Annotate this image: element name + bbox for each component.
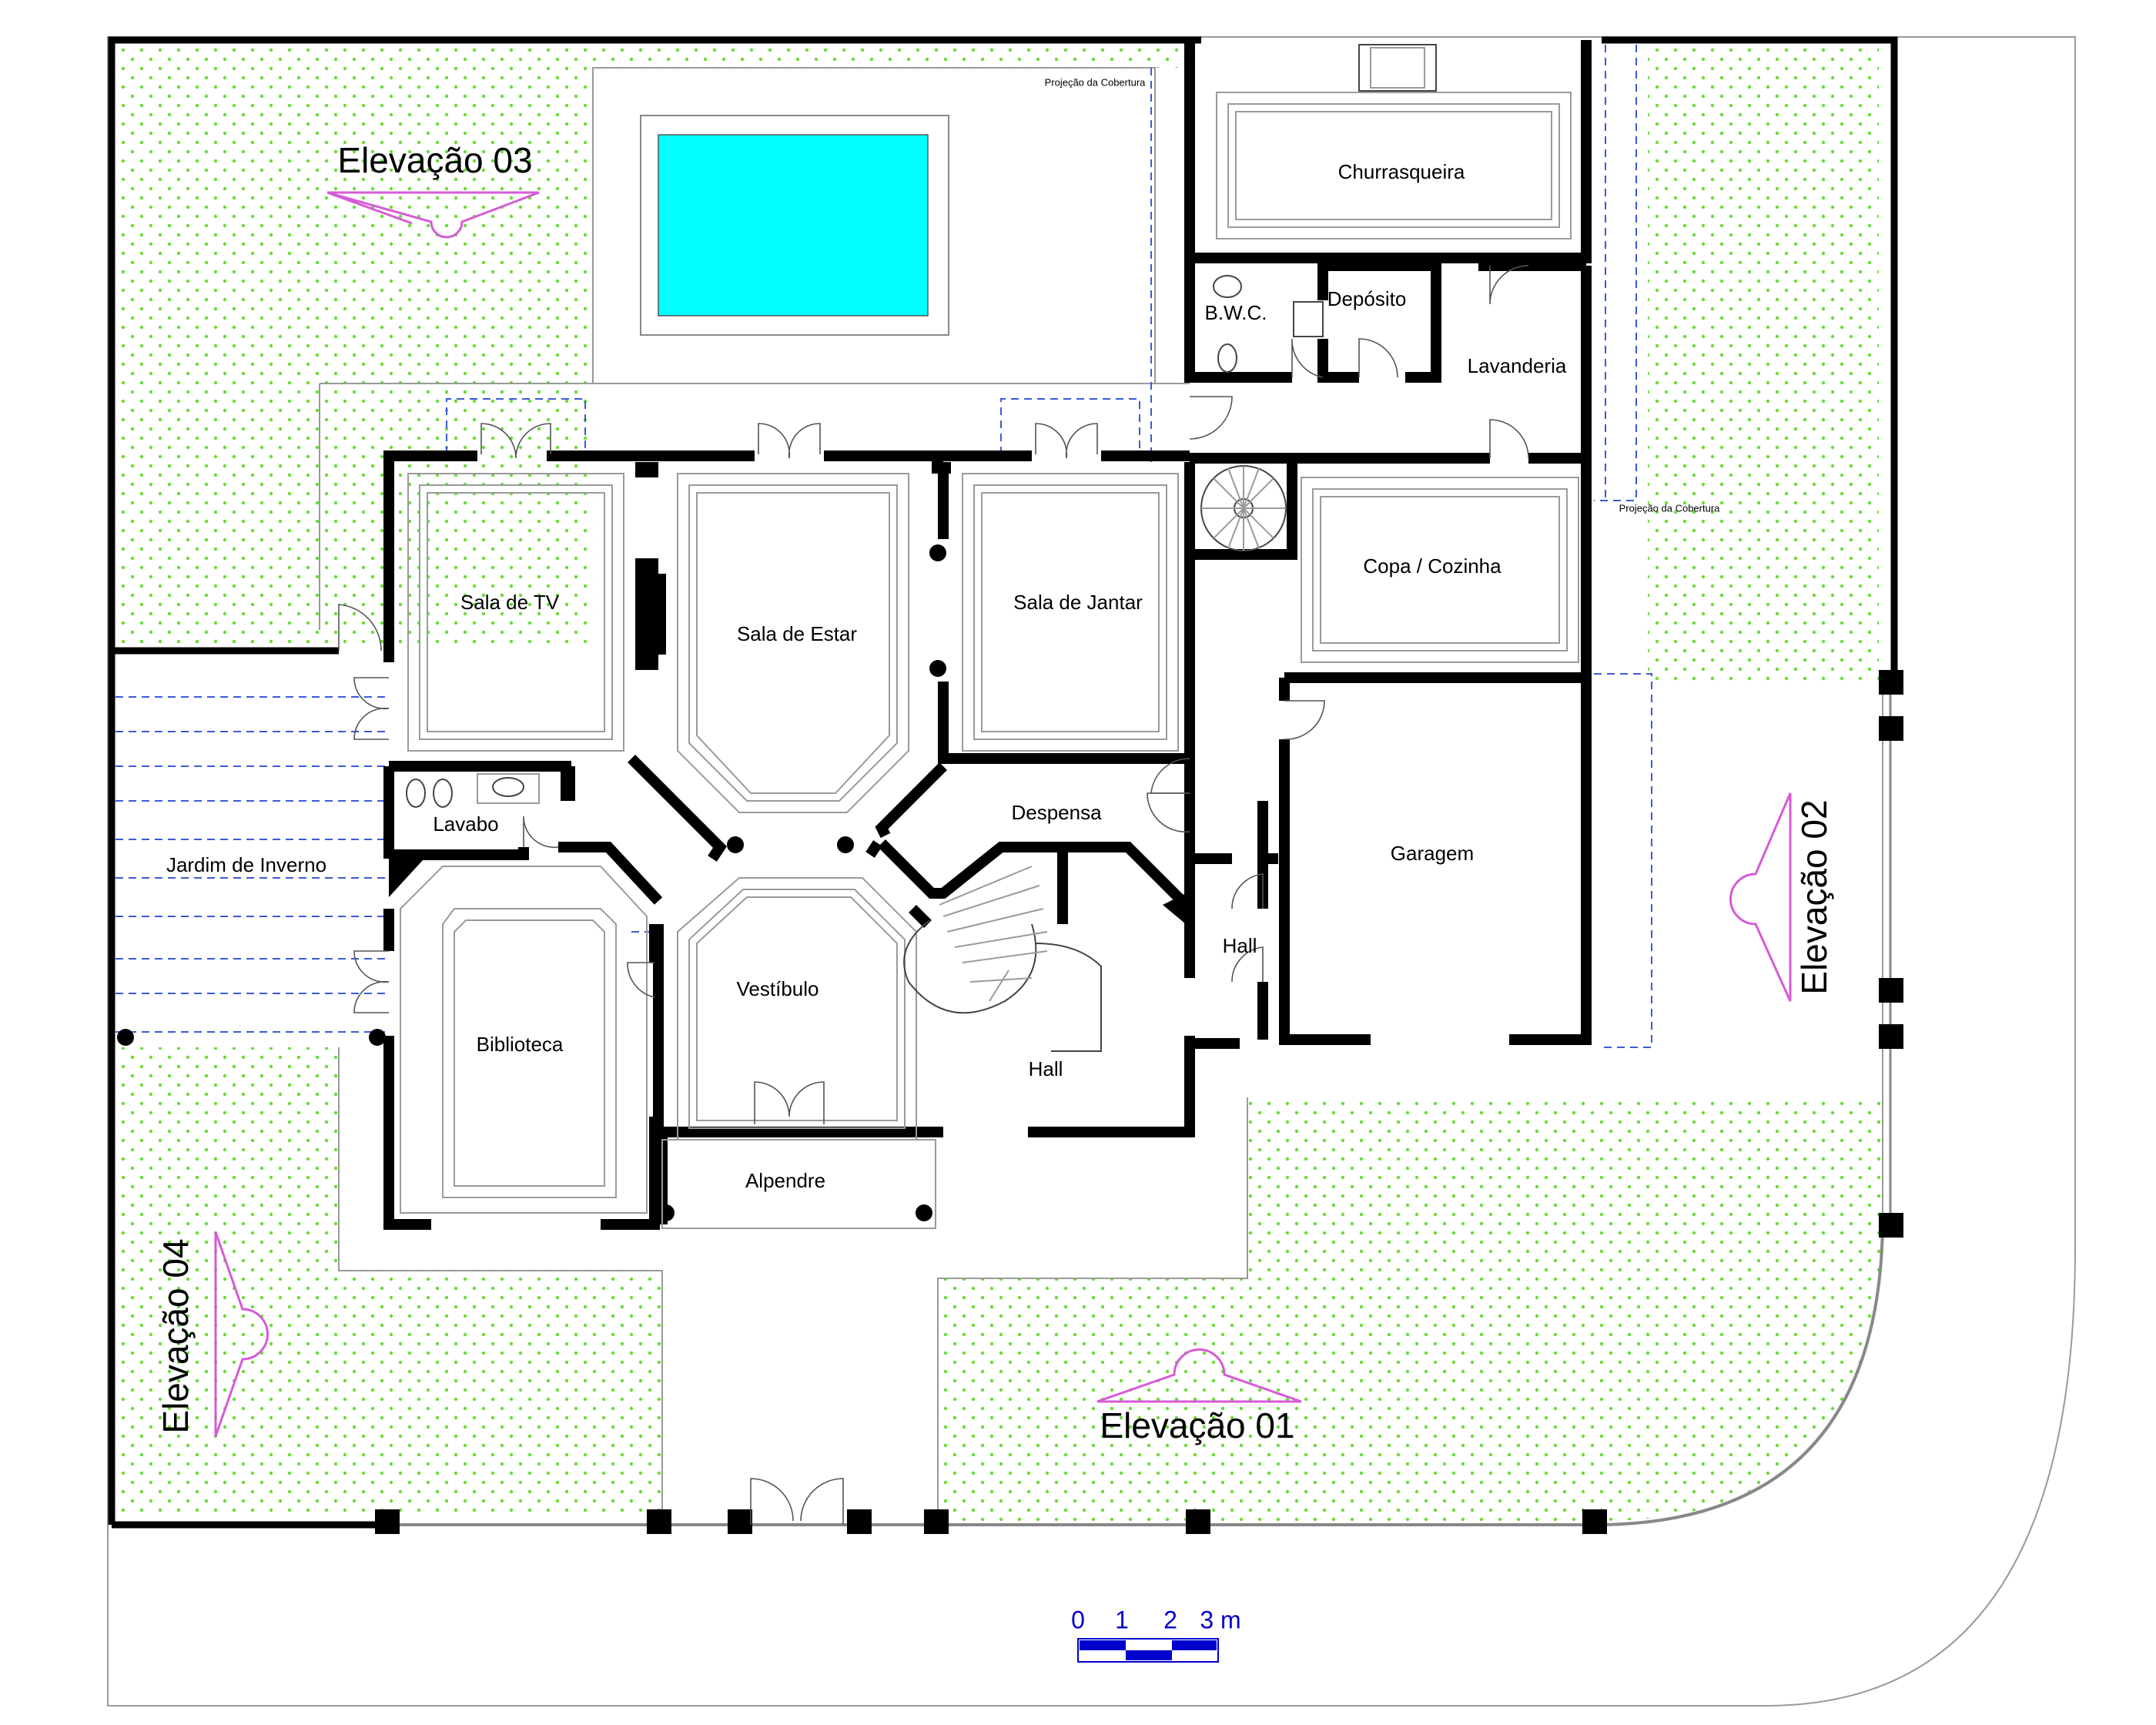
house-walls (383, 40, 1592, 1230)
elevation-label-01: Elevação 01 (1100, 1405, 1294, 1445)
room-label-copa-cozinha: Copa / Cozinha (1363, 554, 1502, 578)
room-label-despensa: Despensa (1011, 801, 1102, 824)
room-label-hall-1: Hall (1223, 934, 1257, 957)
room-label-sala-tv: Sala de TV (460, 591, 560, 614)
staircases (903, 465, 1287, 1052)
room-label-sala-jantar: Sala de Jantar (1013, 591, 1143, 614)
scale-bar: 0 1 2 3 m (1071, 1606, 1241, 1663)
room-label-churrasqueira: Churrasqueira (1338, 160, 1465, 183)
elevation-label-02: Elevação 02 (1794, 799, 1834, 994)
room-label-bwc: B.W.C. (1205, 301, 1267, 324)
pillars (117, 544, 1903, 1534)
solid-blocks (389, 462, 1186, 924)
fixtures (406, 275, 1324, 808)
room-label-garagem: Garagem (1391, 842, 1474, 865)
room-label-jardim-inverno: Jardim de Inverno (166, 853, 326, 876)
elevation-markers (214, 191, 1792, 1437)
room-panels (400, 44, 1579, 1229)
room-label-alpendre: Alpendre (745, 1169, 825, 1192)
pool (592, 67, 1156, 384)
property-walls (108, 36, 1898, 1529)
room-label-deposito: Depósito (1327, 287, 1407, 310)
roof-projection-note-1: Projeção da Cobertura (1045, 76, 1147, 88)
scale-tick-2: 2 (1163, 1606, 1177, 1633)
roof-projection-note-2: Projeção da Cobertura (1619, 502, 1721, 514)
room-labels: Sala de TV Sala de Estar Sala de Jantar … (166, 160, 1567, 1192)
walkways (319, 383, 1883, 1521)
roof-projection-lines (116, 45, 1652, 1048)
elevation-label-03: Elevação 03 (337, 140, 532, 180)
doors (338, 265, 1529, 1525)
elevation-label-04: Elevação 04 (156, 1238, 196, 1433)
room-label-vestibulo: Vestíbulo (737, 977, 819, 1000)
room-label-lavanderia: Lavanderia (1468, 354, 1567, 377)
scale-tick-3: 3 m (1200, 1606, 1240, 1633)
room-label-lavabo: Lavabo (433, 812, 498, 836)
room-label-biblioteca: Biblioteca (477, 1033, 564, 1056)
site-boundary (107, 36, 2076, 1707)
room-label-sala-estar: Sala de Estar (737, 622, 857, 645)
scale-tick-1: 1 (1115, 1606, 1129, 1633)
scale-tick-0: 0 (1071, 1606, 1085, 1633)
garden-areas (116, 45, 1883, 1521)
room-label-hall-2: Hall (1029, 1057, 1063, 1080)
